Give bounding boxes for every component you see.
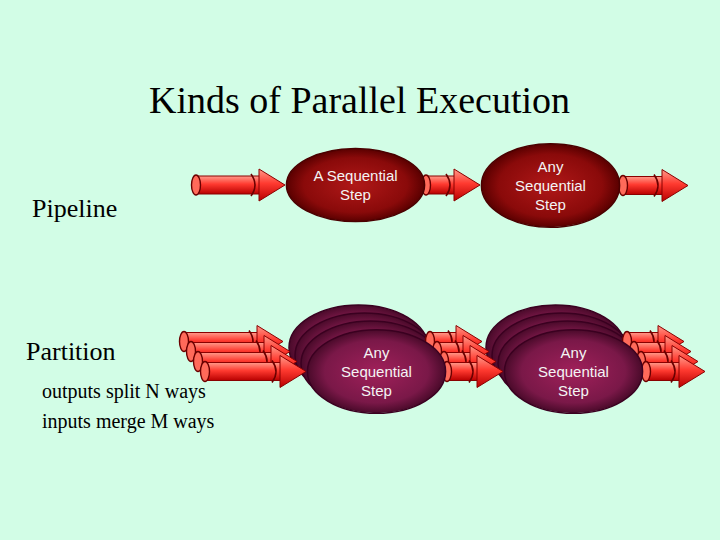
step-text: Any Sequential Step bbox=[505, 157, 597, 214]
input-arrow bbox=[201, 356, 307, 388]
diagram-title: Kinds of Parallel Execution bbox=[149, 78, 570, 122]
row-label: Partition bbox=[26, 337, 116, 367]
output-arrow bbox=[619, 170, 689, 202]
partition-ellipse: Any Sequential Step bbox=[306, 328, 447, 415]
step-ellipse: A Sequential Step bbox=[285, 147, 426, 223]
partition-ellipse: Any Sequential Step bbox=[503, 328, 644, 415]
step-text: Any Sequential Step bbox=[528, 343, 620, 400]
note-text: inputs merge M ways bbox=[42, 410, 214, 433]
ellipse-outline bbox=[285, 147, 426, 223]
flow-arrow bbox=[422, 169, 481, 201]
flow-arrow bbox=[443, 356, 504, 388]
note-text: outputs split N ways bbox=[42, 380, 206, 403]
row-label: Pipeline bbox=[32, 194, 117, 224]
input-arrow bbox=[192, 169, 286, 201]
output-arrow bbox=[642, 356, 706, 388]
step-text: A Sequential Step bbox=[310, 166, 402, 204]
step-ellipse: Any Sequential Step bbox=[480, 142, 621, 229]
step-text: Any Sequential Step bbox=[331, 343, 423, 400]
